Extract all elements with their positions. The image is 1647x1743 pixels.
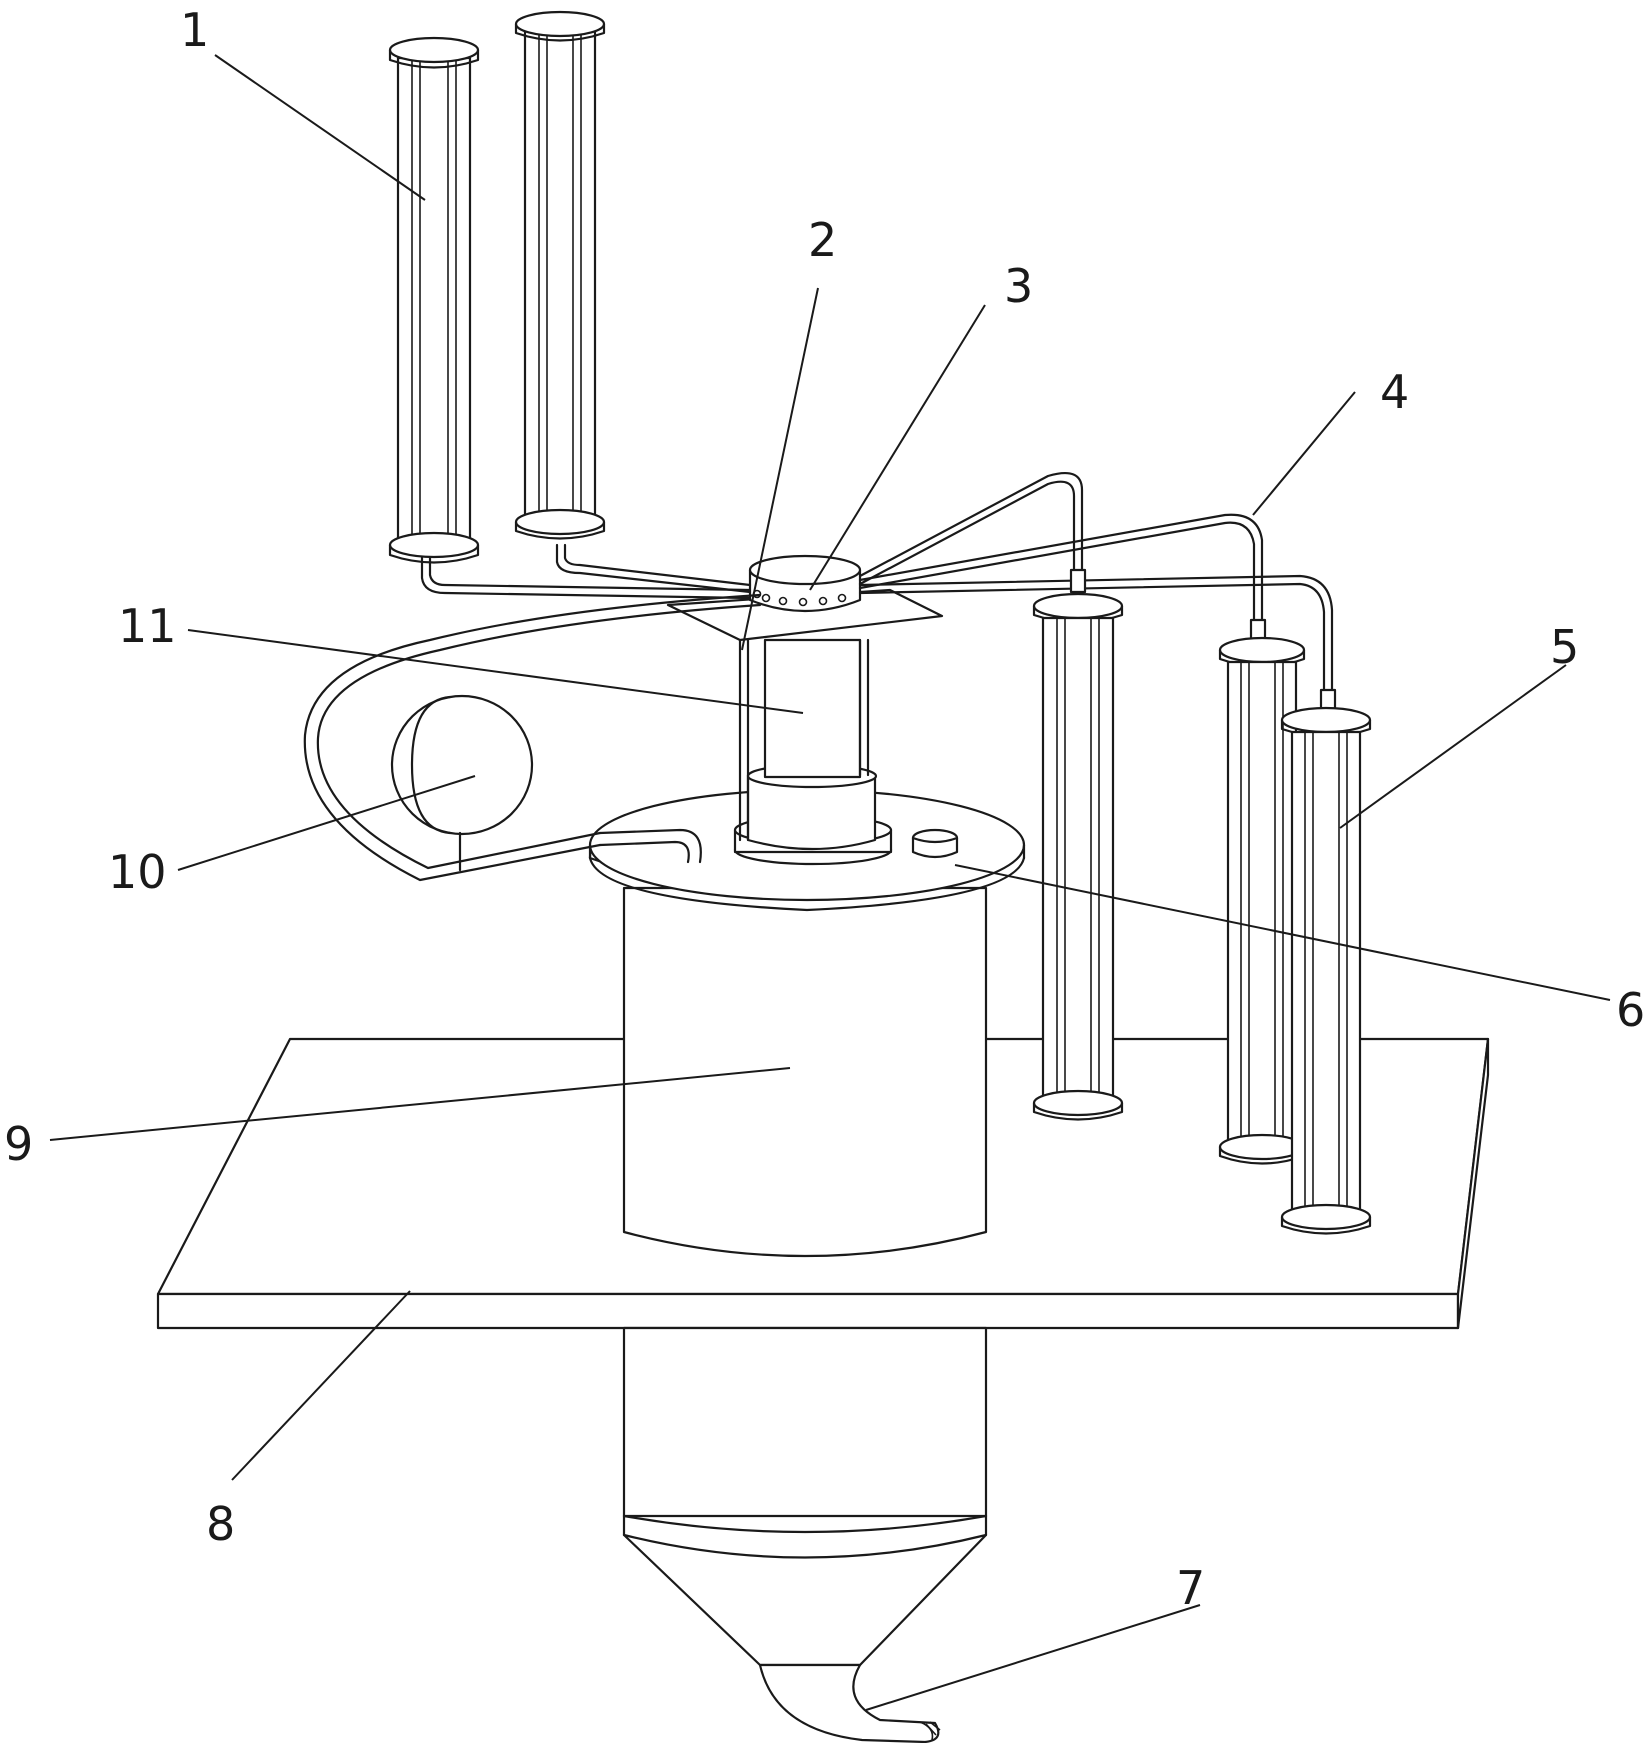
- main-tank: [622, 886, 988, 1258]
- leader-3: [809, 304, 986, 591]
- leader-lines: [49, 54, 1611, 1711]
- leader-1: [214, 54, 426, 201]
- leader-7: [865, 1604, 1201, 1711]
- leader-6: [954, 864, 1611, 1001]
- label-10: 10: [108, 845, 167, 899]
- label-7: 7: [1176, 1561, 1205, 1615]
- filter-column-e: [1280, 688, 1372, 1235]
- central-column: [733, 638, 893, 866]
- leader-11: [187, 629, 804, 714]
- label-3: 3: [1004, 259, 1033, 313]
- leader-4: [1252, 391, 1356, 516]
- filter-column-d: [1218, 618, 1306, 1165]
- label-6: 6: [1616, 983, 1645, 1037]
- label-1: 1: [180, 3, 209, 57]
- leader-8: [231, 1290, 411, 1481]
- filter-column-c: [1032, 568, 1124, 1121]
- connecting-tubes: [420, 472, 1334, 692]
- outlet-spout: [758, 1663, 941, 1743]
- callout-labels: 1 2 3 4 5 6 7 8 9 10 11: [4, 3, 1645, 1615]
- label-9: 9: [4, 1117, 33, 1171]
- filter-column-b: [514, 10, 606, 540]
- hose: [303, 593, 762, 882]
- label-5: 5: [1550, 620, 1579, 674]
- lower-tank: [622, 1326, 988, 1667]
- label-2: 2: [808, 213, 837, 267]
- leader-9: [49, 1067, 791, 1141]
- distributor-hub: [748, 554, 862, 613]
- label-4: 4: [1380, 365, 1409, 419]
- filter-column-a: [388, 36, 480, 564]
- leader-10: [177, 775, 476, 871]
- label-8: 8: [206, 1497, 235, 1551]
- pump: [390, 694, 534, 872]
- leader-2: [741, 287, 819, 651]
- label-11: 11: [118, 599, 177, 653]
- leader-5: [1339, 664, 1567, 829]
